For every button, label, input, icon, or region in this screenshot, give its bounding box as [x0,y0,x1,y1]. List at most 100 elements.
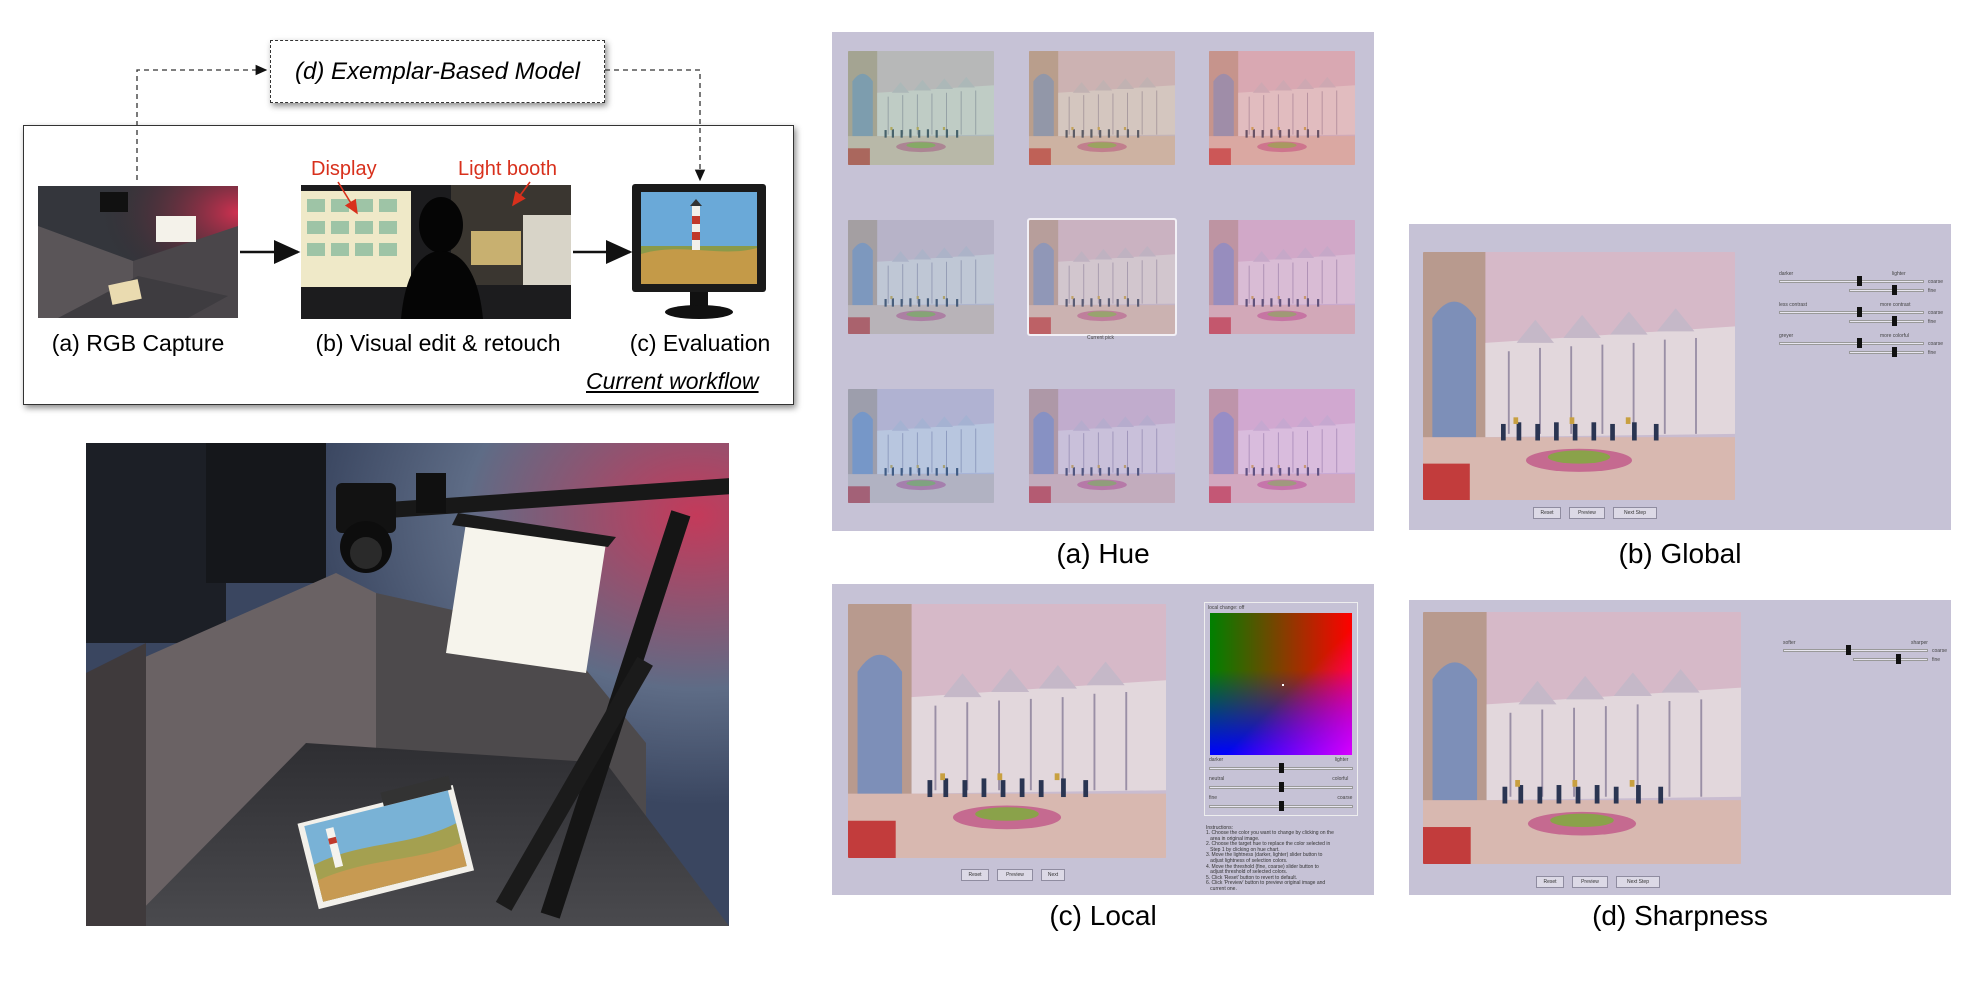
local-slider-right-label: lighter [1334,757,1349,763]
step-label-rgb-capture: (a) RGB Capture [51,330,225,356]
local-slider-thumb[interactable] [1279,801,1284,811]
sharpness-coarse-slider-track[interactable] [1783,649,1928,652]
global-fine-label: fine [1928,288,1937,294]
hue-caption: (a) Hue [1056,538,1150,569]
instruction-line: Step 1 by clicking on hue chart. [1206,846,1280,853]
global-fine-slider-thumb[interactable] [1892,347,1897,357]
sharpness-caption: (d) Sharpness [1592,900,1768,931]
local-slider-thumb[interactable] [1279,763,1284,773]
global-preview-image [1423,252,1735,500]
global-fine-label: fine [1928,350,1937,356]
local-slider-right-label: colorful [1332,776,1349,782]
global-fine-slider-thumb[interactable] [1892,285,1897,295]
dashed-connectors [136,64,706,182]
sharpness-fine-slider-track[interactable] [1853,658,1928,661]
sharpness-coarse-slider-thumb[interactable] [1846,645,1852,655]
sharpness-next-step-button[interactable]: Next Step [1616,876,1660,888]
local-slider-left-label: fine [1209,795,1218,801]
global-coarse-slider-thumb[interactable] [1856,276,1862,286]
instructions-list: 1. Choose the color you want to change b… [1206,830,1366,893]
instructions-block: Instructions: 1. Choose the color you wa… [1206,825,1366,893]
hue-tile[interactable] [1029,51,1175,165]
global-coarse-slider-thumb[interactable] [1856,338,1862,348]
global-preview-button[interactable]: Preview [1569,507,1605,519]
global-slider-right-label: lighter [1892,271,1906,277]
global-coarse-slider-track[interactable] [1779,342,1924,345]
local-box-title: local change: off [1208,605,1245,611]
instruction-line: 5. Click 'Reset' button to revert to def… [1206,874,1298,881]
flow-arrows [240,181,633,264]
hue-tile[interactable] [1209,51,1355,165]
hue-tile[interactable] [1027,218,1177,336]
local-reset-button[interactable]: Reset [961,869,989,881]
global-slider-right-label: more colorful [1880,333,1909,339]
global-fine-label: fine [1928,319,1937,325]
sharpness-left-label: softer [1783,640,1796,646]
sharpness-preview-image [1423,612,1741,864]
light-booth-annotation: Light booth [458,158,557,180]
instruction-line: 4. Move the threshold (fine, coarse) sli… [1206,863,1319,870]
sharpness-reset-button[interactable]: Reset [1536,876,1564,888]
evaluation-monitor [632,184,766,322]
instruction-line: area in original image. [1206,835,1260,842]
global-slider-left-label: less contrast [1779,302,1808,308]
hue-tile[interactable] [848,220,994,334]
sharpness-coarse-label: coarse [1932,648,1948,654]
instructions-title: Instructions: [1206,825,1233,831]
rgb-capture-photo [38,186,238,318]
instruction-line: adjust threshold of selected colors. [1206,869,1288,876]
hue-panel: Current pick [832,32,1374,531]
local-panel: local change: off darker lighter neutral co… [832,584,1374,895]
local-slider-thumb[interactable] [1279,782,1284,792]
instruction-line: current one. [1206,885,1237,892]
global-fine-slider-track[interactable] [1849,320,1924,323]
local-control-box: local change: off darker lighter neutral co… [1204,602,1358,816]
hue-tile[interactable] [1209,220,1355,334]
local-slider-left-label: neutral [1209,776,1225,782]
global-coarse-label: coarse [1928,310,1944,316]
global-coarse-slider-track[interactable] [1779,311,1924,314]
local-next-button[interactable]: Next [1041,869,1065,881]
global-slider-right-label: more contrast [1880,302,1911,308]
step-label-evaluation: (c) Evaluation [629,330,771,356]
local-slider-right-label: coarse [1337,795,1353,801]
hue-tile[interactable] [1209,389,1355,503]
instruction-line: 2. Choose the target hue to replace the … [1206,841,1331,848]
sharpness-panel: softer sharper coarse fine Reset Preview Next… [1409,600,1951,895]
exemplar-model-label: (d) Exemplar-Based Model [294,57,580,85]
global-coarse-label: coarse [1928,341,1944,347]
global-coarse-slider-track[interactable] [1779,280,1924,283]
display-annotation: Display [311,158,377,180]
instruction-line: 1. Choose the color you want to change b… [1206,830,1334,836]
instruction-line: adjust lightness of selection colors. [1206,857,1288,864]
exemplar-model-box: (d) Exemplar-Based Model [270,40,605,103]
capture-setup-photo [86,443,729,926]
global-reset-button[interactable]: Reset [1533,507,1561,519]
step-label-visual-edit: (b) Visual edit & retouch [315,330,561,356]
local-slider-left-label: darker [1209,757,1224,763]
sharpness-preview-button[interactable]: Preview [1572,876,1608,888]
global-slider-left-label: greyer [1779,333,1794,339]
local-preview-image [848,604,1166,858]
hue-tile[interactable] [848,51,994,165]
local-preview-button[interactable]: Preview [997,869,1033,881]
local-caption: (c) Local [1049,900,1157,931]
instruction-line: 6. Click 'Preview' button to preview ori… [1206,880,1326,887]
global-caption: (b) Global [1618,538,1742,569]
hue-chart[interactable] [1210,613,1352,755]
global-next-step-button[interactable]: Next Step [1613,507,1657,519]
global-coarse-label: coarse [1928,279,1944,285]
sharpness-fine-label: fine [1932,657,1941,663]
global-coarse-slider-thumb[interactable] [1856,307,1862,317]
sharpness-right-label: sharper [1911,640,1928,646]
instruction-line: 3. Move the lightness (darker, lighter) … [1206,852,1323,859]
global-fine-slider-track[interactable] [1849,351,1924,354]
hue-tile[interactable] [848,389,994,503]
current-pick-label: Current pick [1087,335,1114,341]
hue-tile[interactable] [1029,389,1175,503]
global-fine-slider-thumb[interactable] [1892,316,1897,326]
global-fine-slider-track[interactable] [1849,289,1924,292]
sharpness-fine-slider-thumb[interactable] [1896,654,1901,664]
current-workflow-caption: Current workflow [586,368,759,394]
